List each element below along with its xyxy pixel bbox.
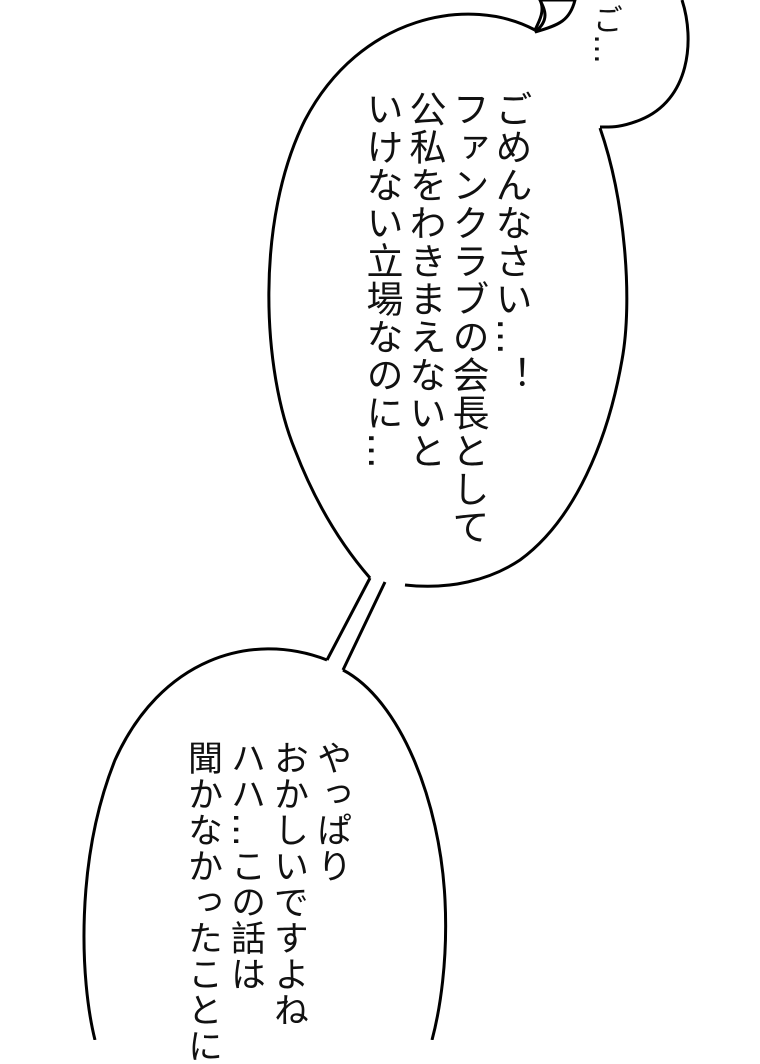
text-line: 公私をわきまえないと <box>403 90 446 470</box>
bubble-1-stroke-right <box>404 127 629 588</box>
bubble-1-body <box>268 10 608 590</box>
bubble-2-stroke-right <box>342 668 448 1040</box>
speech-bubbles-art <box>82 0 690 1040</box>
text-line: ごめんなさい…！ <box>489 90 532 394</box>
partial-bubble-outline <box>534 0 577 34</box>
text-line: やっぱり <box>311 740 351 884</box>
text-line: 聞かなかったことに <box>182 740 222 1064</box>
bubble-1-stroke-top <box>533 0 544 31</box>
bubble-connector <box>325 577 387 671</box>
text-line: ご… <box>587 4 622 64</box>
bubble-2-stroke <box>82 647 328 1040</box>
retract-bubble-text: やっぱり おかしいですよね ハハ…この話は 聞かなかったことに <box>180 740 352 1064</box>
partial-bubble-text: ご… <box>584 4 624 64</box>
apology-bubble-text: ごめんなさい…！ ファンクラブの会長として 公私をわきまえないと いけない立場な… <box>360 90 532 546</box>
text-line: ファンクラブの会長として <box>446 90 489 546</box>
partial-bubble-outline-right <box>599 0 690 129</box>
text-line: いけない立場なのに… <box>360 90 403 470</box>
bubble-1-stroke <box>267 12 536 579</box>
text-line: おかしいですよね <box>268 740 308 1028</box>
text-line: ハハ…この話は <box>225 740 265 992</box>
